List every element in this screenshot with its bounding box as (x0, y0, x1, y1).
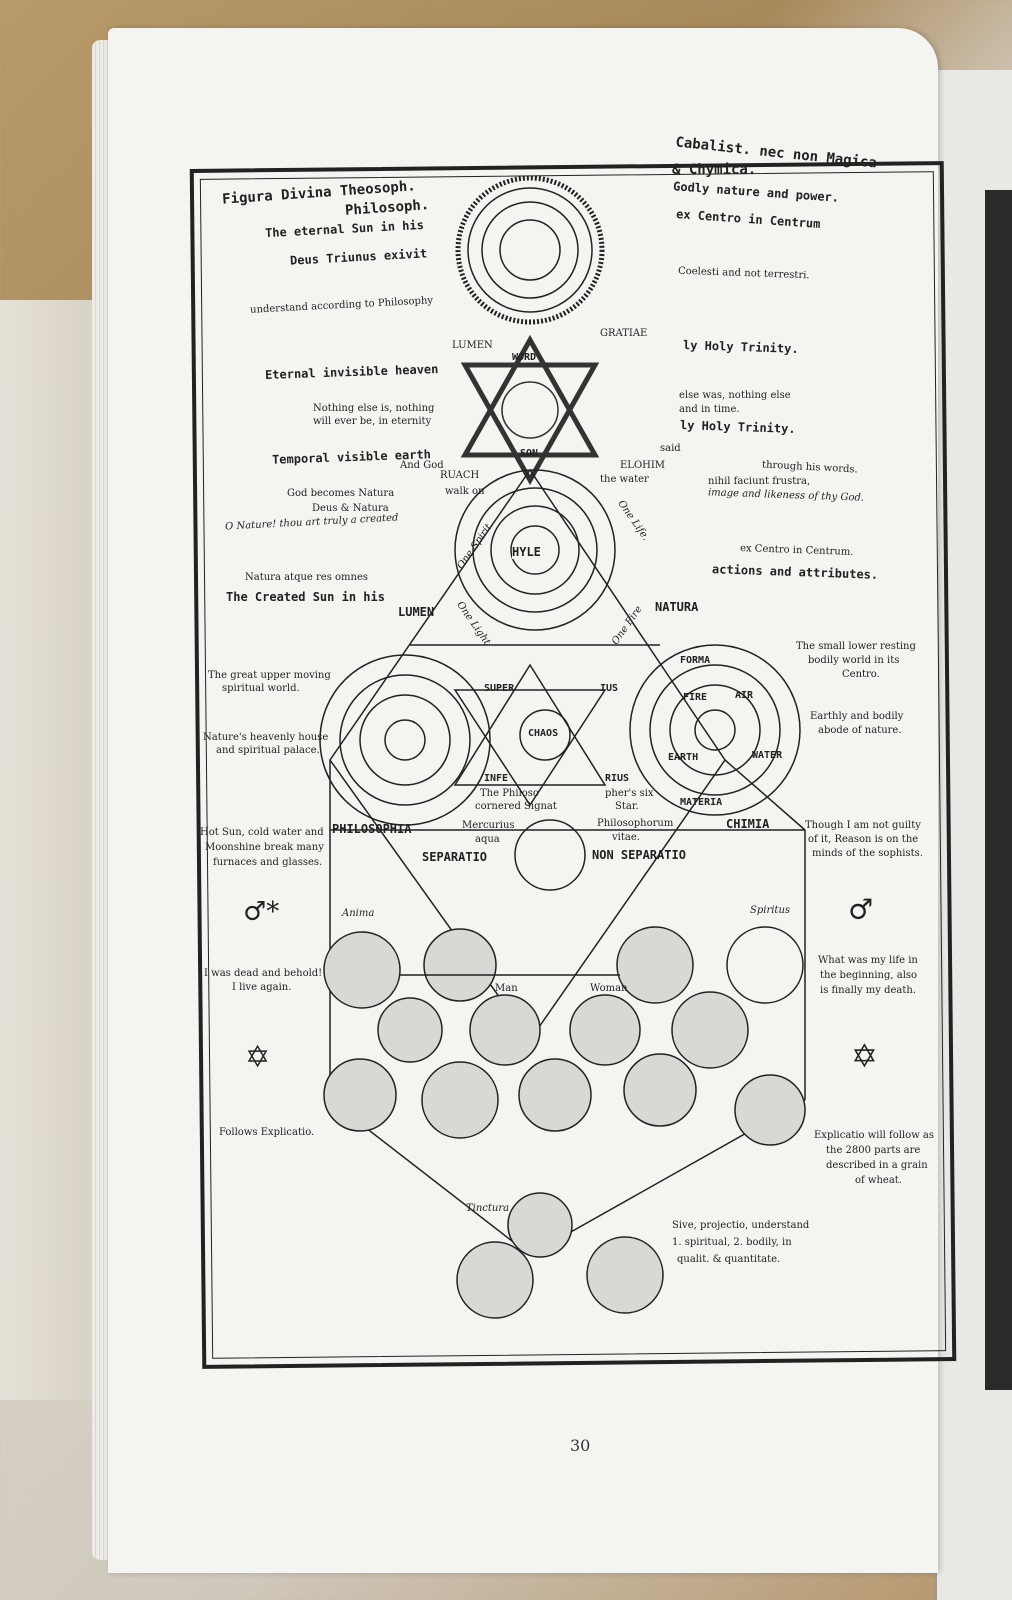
mars-icon: ♂ (848, 893, 874, 926)
label-philosophia: PHILOSOPHIA (332, 822, 412, 836)
label-vitae: vitae. (612, 832, 640, 843)
left-note: furnaces and glasses. (213, 857, 323, 868)
label-star: Star. (615, 801, 639, 812)
label-rius: RIUS (605, 773, 630, 784)
label-spiritus: Spiritus (750, 905, 791, 916)
right-note: qualit. & quantitate. (677, 1254, 781, 1265)
label-and-god: And God (400, 460, 444, 471)
right-note: minds of the sophists. (812, 848, 923, 859)
left-note: Deus & Natura (312, 503, 389, 514)
left-wheel (319, 654, 491, 826)
label-chaos: CHAOS (528, 728, 559, 739)
right-note: nihil faciunt frustra, (708, 476, 811, 487)
hexagram-icon: ✡ (851, 1037, 878, 1075)
label-son: SON (520, 448, 539, 459)
right-wheel (629, 644, 801, 816)
left-note: Nature's heavenly house (203, 732, 329, 743)
book-page (108, 28, 938, 1573)
right-title-2: & Chymica. (672, 162, 757, 178)
left-note: and spiritual palace. (216, 745, 320, 756)
label-lumen-2: LUMEN (398, 605, 435, 619)
left-note: Moonshine break many (205, 842, 324, 853)
left-note: Hot Sun, cold water and (200, 827, 324, 838)
label-non-separatio: NON SEPARATIO (592, 848, 686, 862)
label-elohim: ELOHIM (620, 460, 666, 471)
separatio-circle (514, 819, 586, 891)
label-walk-on: walk on (445, 486, 485, 497)
main-diamond (329, 468, 806, 1256)
lower-emblems (323, 926, 806, 1319)
right-note: abode of nature. (818, 725, 902, 736)
label-separatio: SEPARATIO (422, 850, 488, 864)
label-hyle: HYLE (512, 545, 541, 559)
label-woman: Woman (590, 983, 628, 994)
top-medallion (455, 175, 605, 325)
left-note: The great upper moving (208, 670, 331, 681)
right-note: of wheat. (855, 1175, 902, 1186)
hyle-circles (454, 469, 616, 631)
label-materia: MATERIA (680, 797, 723, 808)
facing-page-edge (985, 190, 1012, 1390)
label-the-philoso: The Philoso (480, 788, 539, 799)
right-note: What was my life in (818, 955, 918, 966)
left-note: I was dead and behold! (204, 968, 323, 979)
label-man: Man (495, 983, 518, 994)
right-note: Though I am not guilty (805, 820, 921, 831)
label-air: AIR (735, 690, 754, 701)
left-note: God becomes Natura (287, 488, 395, 499)
left-note: Nothing else is, nothing (313, 403, 435, 414)
right-note: else was, nothing else (679, 390, 791, 401)
right-note: and in time. (679, 404, 740, 415)
background-fabric (0, 300, 110, 1400)
right-note: Centro. (842, 669, 880, 680)
left-note: will ever be, in eternity (313, 416, 432, 427)
label-natura: NATURA (655, 600, 699, 614)
label-aqua: aqua (475, 834, 500, 845)
right-note: Sive, projectio, understand (672, 1220, 810, 1231)
label-phers-six: pher's six (605, 788, 654, 799)
right-note: Explicatio will follow as (814, 1130, 935, 1141)
hexagram-icon: ✡ (245, 1040, 271, 1075)
label-water: WATER (752, 750, 783, 761)
label-ruach: RUACH (440, 470, 480, 481)
label-philosophorum: Philosophorum (597, 818, 674, 829)
left-note: Follows Explicatio. (219, 1127, 315, 1138)
label-said: said (660, 443, 681, 454)
label-gratiae: GRATIAE (600, 328, 648, 339)
label-word: WORD (512, 352, 537, 363)
left-note: The Created Sun in his (226, 590, 385, 604)
mars-star-icon: ♂* (243, 897, 280, 927)
label-forma: FORMA (680, 655, 711, 666)
label-super: SUPER (484, 683, 515, 694)
label-cornered-signat: cornered Signat (475, 801, 557, 812)
left-note: Natura atque res omnes (245, 572, 369, 583)
label-the-water: the water (600, 474, 649, 485)
right-note: described in a grain (826, 1160, 928, 1171)
right-note: the beginning, also (820, 970, 918, 981)
label-fire: FIRE (683, 692, 708, 703)
label-infe: INFE (484, 773, 509, 784)
right-note: Earthly and bodily (810, 711, 904, 722)
label-earth: EARTH (668, 752, 699, 763)
page-number: 30 (570, 1436, 591, 1455)
right-note: the 2800 parts are (826, 1145, 921, 1156)
right-note: The small lower resting (796, 641, 916, 652)
page-stack-edge (92, 40, 112, 1560)
label-lumen: LUMEN (452, 340, 493, 351)
label-tinctura: Tinctura (466, 1203, 510, 1214)
left-note: spiritual world. (222, 683, 300, 694)
right-note: bodily world in its (808, 655, 900, 666)
label-ius: IUS (600, 683, 619, 694)
label-anima: Anima (342, 908, 375, 919)
left-note: I live again. (232, 982, 292, 993)
right-note: is finally my death. (820, 985, 917, 996)
right-note: of it, Reason is on the (808, 834, 919, 845)
label-chimia: CHIMIA (726, 817, 770, 831)
label-mercurius: Mercurius (462, 820, 515, 831)
hexagram (460, 334, 600, 486)
right-note: 1. spiritual, 2. bodily, in (672, 1237, 792, 1248)
chaos-circle (519, 709, 571, 761)
